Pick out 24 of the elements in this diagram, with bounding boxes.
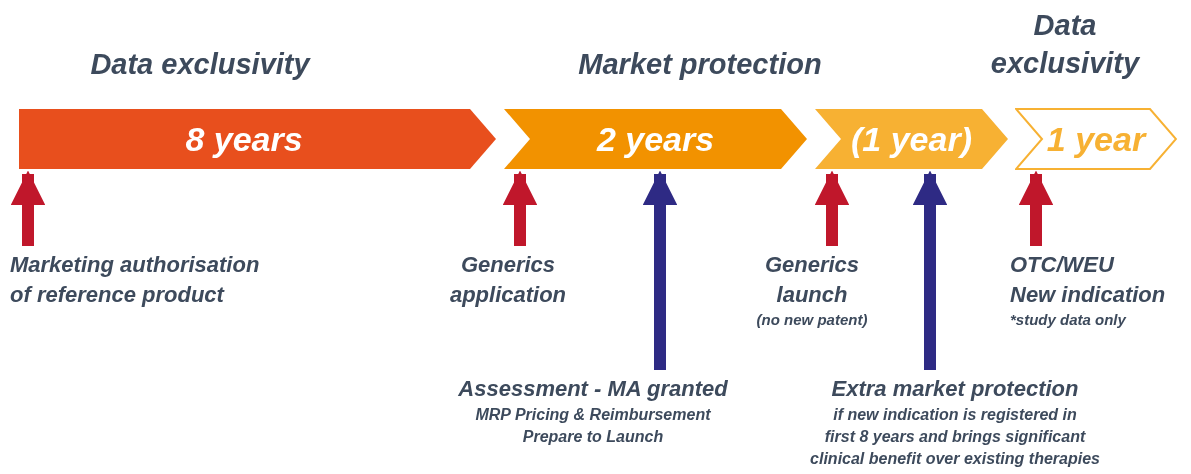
milestone-note: MRP Pricing & Reimbursement bbox=[474, 405, 712, 425]
duration-text: 2 years bbox=[596, 120, 715, 158]
milestone-label: OTC/WEU New indication bbox=[1010, 251, 1167, 309]
duration-text: (1 year) bbox=[851, 120, 972, 158]
arrow bbox=[642, 170, 678, 370]
milestone-label: Marketing authorisation of reference product bbox=[10, 251, 261, 309]
milestone-label: Assessment - MA granted bbox=[457, 375, 729, 403]
milestone-note: *study data only bbox=[1010, 310, 1128, 330]
arrow bbox=[10, 170, 46, 246]
period-heading: Data exclusivity bbox=[989, 8, 1141, 81]
milestone-label: Generics application bbox=[448, 251, 568, 309]
milestone-label: Extra market protection bbox=[830, 375, 1080, 403]
duration-text: 8 years bbox=[185, 120, 303, 158]
arrow bbox=[1018, 170, 1054, 246]
arrow bbox=[814, 170, 850, 246]
arrow bbox=[912, 170, 948, 370]
milestone-label: Generics launch bbox=[763, 251, 861, 309]
milestone-note: if new indication is registered in first 8 years and brings significant clinical benefit over existing therapies bbox=[809, 405, 1101, 469]
period-heading: Market protection bbox=[577, 47, 823, 82]
period-heading: Data exclusivity bbox=[89, 47, 312, 82]
milestone-note: (no new patent) bbox=[755, 310, 869, 330]
duration-text: 1 year bbox=[1046, 120, 1146, 158]
arrow bbox=[502, 170, 538, 246]
milestone-note: Prepare to Launch bbox=[521, 427, 665, 447]
